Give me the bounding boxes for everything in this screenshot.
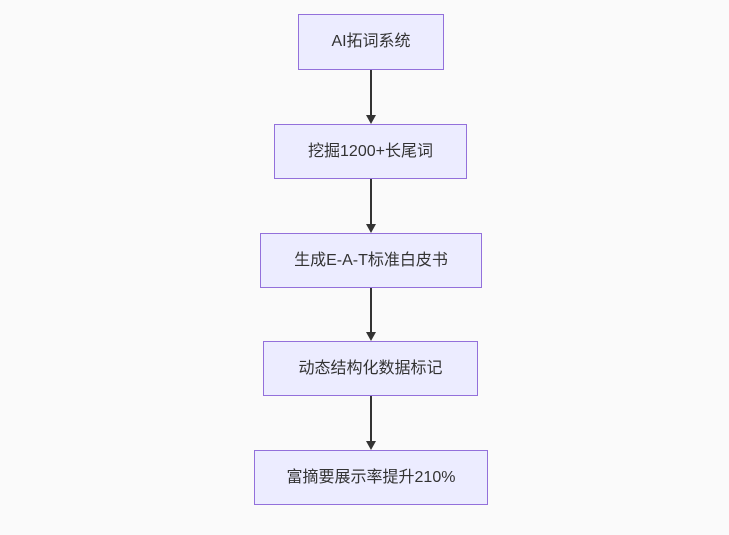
flow-arrow-4 bbox=[365, 396, 377, 450]
flow-node-label: AI拓词系统 bbox=[331, 33, 411, 51]
flow-node-rich-snippet-result: 富摘要展示率提升210% bbox=[254, 450, 488, 505]
arrow-line bbox=[370, 70, 372, 115]
flow-node-eat-whitepaper: 生成E-A-T标准白皮书 bbox=[260, 233, 482, 288]
arrow-head-icon bbox=[366, 441, 376, 450]
flow-node-structured-data: 动态结构化数据标记 bbox=[263, 341, 478, 396]
arrow-line bbox=[370, 179, 372, 224]
arrow-head-icon bbox=[366, 115, 376, 124]
flow-node-label: 挖掘1200+长尾词 bbox=[308, 142, 433, 160]
flow-arrow-3 bbox=[365, 288, 377, 341]
arrow-head-icon bbox=[366, 332, 376, 341]
arrow-line bbox=[370, 288, 372, 332]
arrow-head-icon bbox=[366, 224, 376, 233]
flow-node-label: 动态结构化数据标记 bbox=[298, 359, 443, 377]
flow-node-label: 富摘要展示率提升210% bbox=[286, 468, 456, 486]
flow-node-longtail-mining: 挖掘1200+长尾词 bbox=[274, 124, 467, 179]
flow-node-ai-word-system: AI拓词系统 bbox=[298, 14, 444, 70]
flow-arrow-1 bbox=[365, 70, 377, 124]
flow-arrow-2 bbox=[365, 179, 377, 233]
flow-node-label: 生成E-A-T标准白皮书 bbox=[294, 251, 448, 269]
arrow-line bbox=[370, 396, 372, 441]
